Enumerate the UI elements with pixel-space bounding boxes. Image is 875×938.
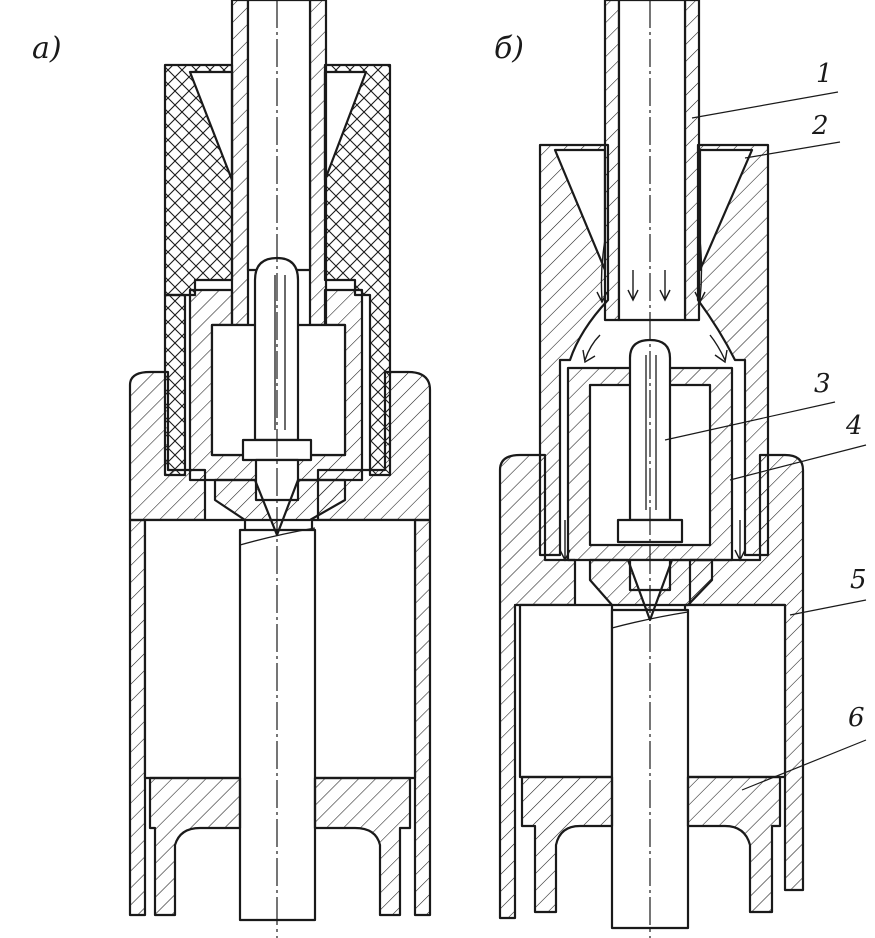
piston-b-right — [686, 775, 782, 914]
tube-a-right-wall — [308, 0, 328, 327]
callout-3: 3 — [814, 369, 831, 399]
chamber-a-right — [310, 518, 417, 780]
nozzle-block-a-right — [323, 63, 392, 477]
figure-b: б) — [494, 0, 805, 938]
tube-a-left-wall — [230, 0, 250, 327]
housing-b-left — [498, 453, 577, 920]
tube-b-right-wall — [683, 0, 701, 322]
piston-b-left — [520, 775, 614, 914]
callout-1: 1 — [816, 59, 833, 89]
piston-a-right — [313, 776, 412, 917]
tube-b-left-wall — [603, 0, 621, 322]
nozzle-block-b-right — [696, 143, 770, 557]
chamber-b-left — [518, 603, 614, 779]
housing-a-wall-left — [128, 518, 147, 917]
callout-2: 2 — [811, 111, 829, 141]
figure-b-label: б) — [494, 31, 524, 66]
housing-a-wall-right — [413, 518, 432, 917]
chamber-a-left — [143, 518, 247, 780]
figure-a-label: a) — [32, 31, 62, 66]
callout-6: 6 — [848, 703, 865, 733]
chamber-b-right — [683, 603, 787, 779]
callout-4: 4 — [845, 411, 863, 441]
figure-a: a) — [32, 0, 432, 938]
callouts: 1 2 3 4 5 6 — [664, 59, 867, 791]
piston-a-left — [148, 776, 242, 917]
callout-5: 5 — [850, 565, 867, 595]
